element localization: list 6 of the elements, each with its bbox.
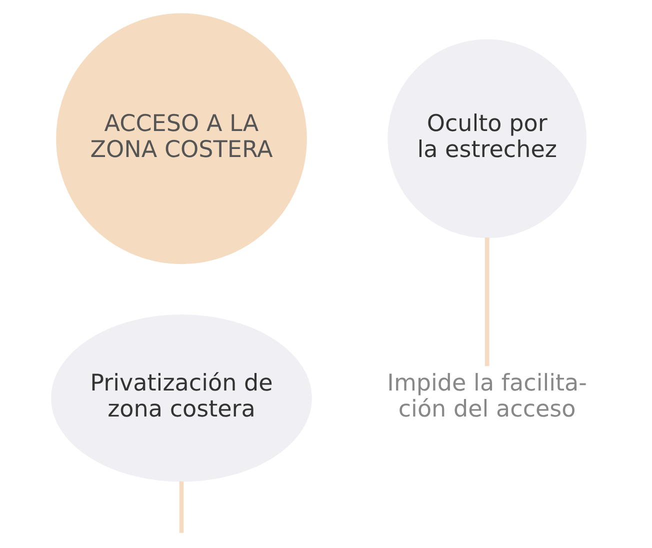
connector: [179, 481, 184, 533]
node-text: Impide la facilita- ción del acceso: [387, 370, 588, 423]
node-ellipse: Privatización de zona costera: [51, 314, 312, 482]
node-circle: ACCESO A LA ZONA COSTERA: [56, 13, 307, 264]
connector: [484, 238, 490, 366]
node-circle: Oculto por la estrechez: [388, 39, 587, 238]
